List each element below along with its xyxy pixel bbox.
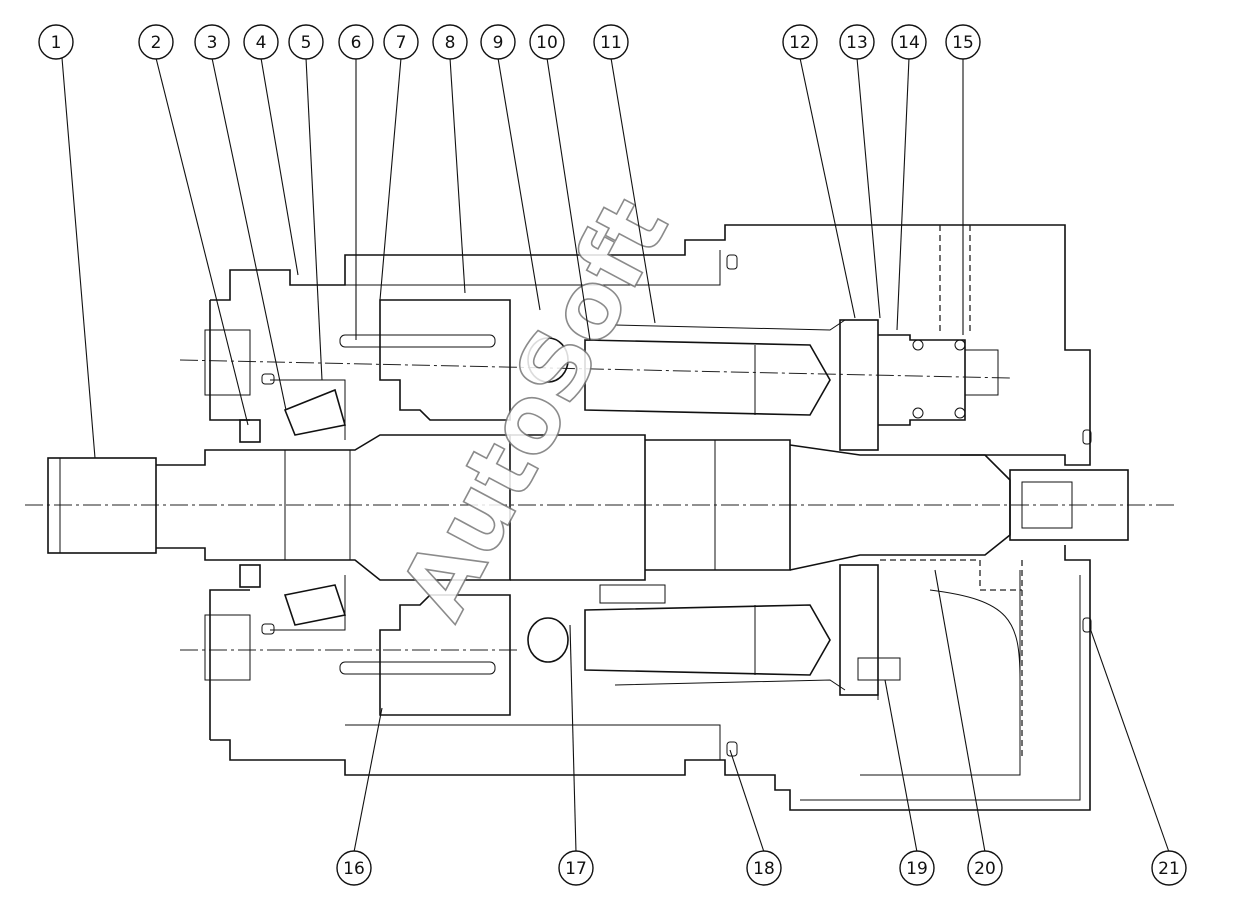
- output-shaft: [47, 434, 1129, 581]
- callout-circle: [558, 850, 594, 886]
- rear-valve-block: [839, 319, 999, 700]
- callout-circle: [782, 24, 818, 60]
- callout-11: 11: [593, 24, 629, 60]
- callout-14: 14: [891, 24, 927, 60]
- callout-circle: [1151, 850, 1187, 886]
- callout-18: 18: [746, 850, 782, 886]
- callout-15: 15: [945, 24, 981, 60]
- callout-circle: [529, 24, 565, 60]
- callout-number: 17: [565, 859, 587, 879]
- callout-circle: [338, 24, 374, 60]
- callout-circle: [38, 24, 74, 60]
- callout-circle: [839, 24, 875, 60]
- callout-circle: [383, 24, 419, 60]
- callout-circle: [480, 24, 516, 60]
- callout-3: 3: [194, 24, 230, 60]
- callout-circle: [288, 24, 324, 60]
- callout-number: 5: [301, 33, 312, 53]
- callout-21: 21: [1151, 850, 1187, 886]
- callout-circle: [432, 24, 468, 60]
- callout-circle: [967, 850, 1003, 886]
- centerlines: [25, 359, 1175, 651]
- callout-number: 6: [351, 33, 362, 53]
- leader-lines: [61, 57, 1170, 853]
- callout-number: 10: [536, 33, 558, 53]
- callout-10: 10: [529, 24, 565, 60]
- callout-number: 13: [846, 33, 868, 53]
- callout-19: 19: [899, 850, 935, 886]
- callout-12: 12: [782, 24, 818, 60]
- seal-and-bearings: [239, 373, 347, 635]
- callout-number: 12: [789, 33, 811, 53]
- callout-circle: [138, 24, 174, 60]
- callout-6: 6: [338, 24, 374, 60]
- housing-outline: [204, 224, 1092, 811]
- callout-number: 8: [445, 33, 456, 53]
- callout-number: 21: [1158, 859, 1180, 879]
- callout-8: 8: [432, 24, 468, 60]
- callout-5: 5: [288, 24, 324, 60]
- callout-13: 13: [839, 24, 875, 60]
- callout-2: 2: [138, 24, 174, 60]
- callout-circle: [194, 24, 230, 60]
- callout-number: 19: [906, 859, 928, 879]
- callout-number: 2: [151, 33, 162, 53]
- callout-number: 9: [493, 33, 504, 53]
- callout-number: 15: [952, 33, 974, 53]
- callout-9: 9: [480, 24, 516, 60]
- callout-circle: [891, 24, 927, 60]
- callout-circle: [945, 24, 981, 60]
- callout-number: 11: [600, 33, 622, 53]
- callout-circle: [746, 850, 782, 886]
- callout-number: 20: [974, 859, 996, 879]
- callout-number: 18: [753, 859, 775, 879]
- callout-circle: [593, 24, 629, 60]
- callout-circle: [336, 850, 372, 886]
- callout-number: 7: [396, 33, 407, 53]
- callout-number: 1: [51, 33, 62, 53]
- callout-number: 16: [343, 859, 365, 879]
- callout-20: 20: [967, 850, 1003, 886]
- callout-number: 4: [256, 33, 267, 53]
- callout-7: 7: [383, 24, 419, 60]
- pistons-and-cylinder: [339, 299, 846, 716]
- callout-circle: [899, 850, 935, 886]
- callout-circle: [243, 24, 279, 60]
- callout-16: 16: [336, 850, 372, 886]
- callout-4: 4: [243, 24, 279, 60]
- dashed-passages: [880, 225, 1023, 760]
- callout-number: 14: [898, 33, 920, 53]
- callout-17: 17: [558, 850, 594, 886]
- callout-1: 1: [38, 24, 74, 60]
- callout-number: 3: [207, 33, 218, 53]
